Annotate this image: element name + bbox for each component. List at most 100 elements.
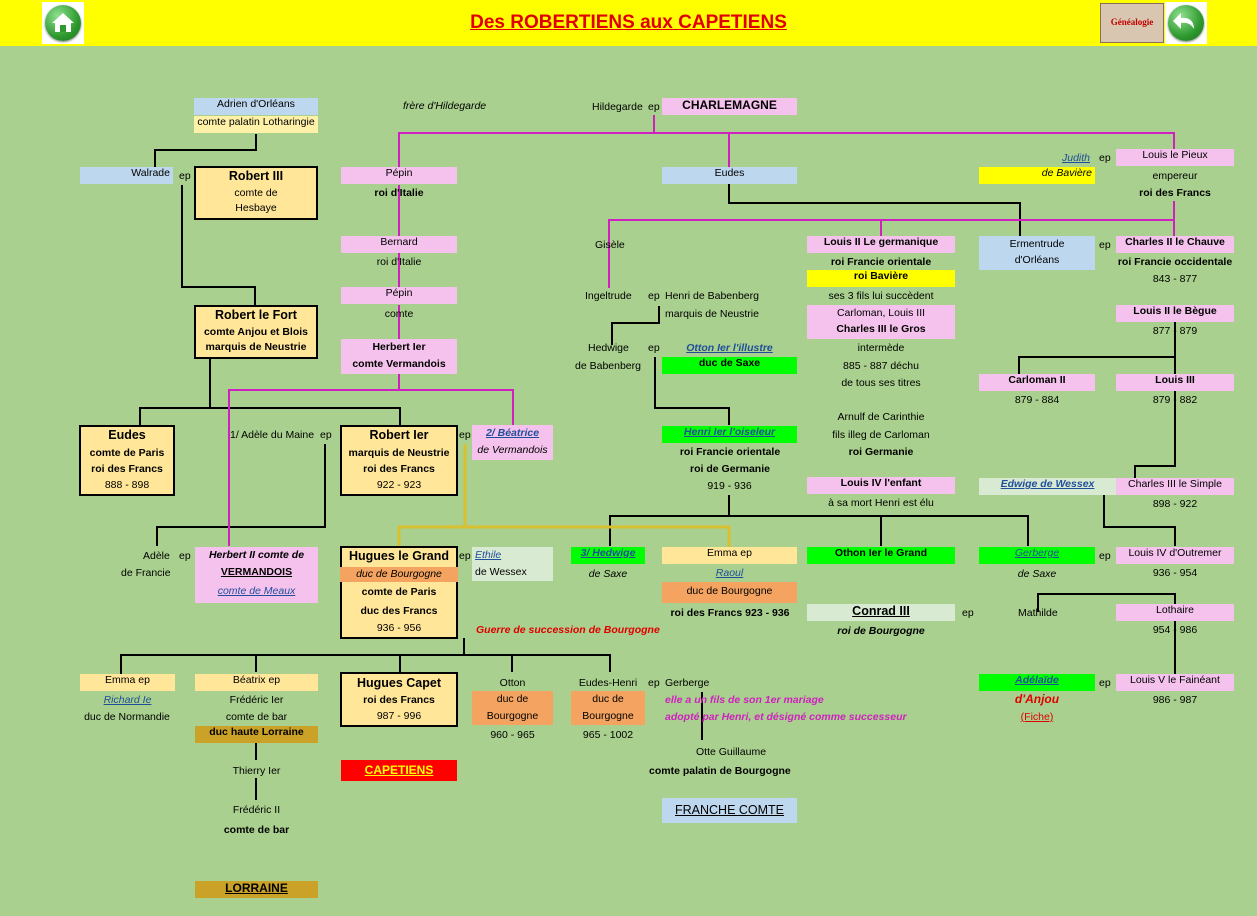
person-mathilde[interactable]: Mathilde [1018, 607, 1058, 619]
line-louis4-children [1037, 593, 1176, 612]
person-thierry[interactable]: Thierry Ier [232, 765, 281, 777]
person-name: Pépin [385, 287, 413, 299]
person-adrien[interactable]: Adrien d'Orléans [194, 98, 318, 115]
line-hugues-offspring [120, 654, 611, 674]
link-fiche[interactable]: (Fiche) [1020, 711, 1054, 723]
person-name: Eudes [714, 167, 745, 179]
person-lothaire[interactable]: Lothaire [1116, 604, 1234, 621]
person-louis-pieux[interactable]: Louis le Pieux [1116, 149, 1234, 166]
person-carloman2[interactable]: Carloman II [979, 374, 1095, 391]
title-bernard: roi d'Italie [376, 256, 422, 268]
link-franche-comte[interactable]: FRANCHE COMTE [662, 798, 797, 823]
years-eudes-henri: 965 - 1002 [582, 729, 634, 741]
person-otton-bourgogne[interactable]: Otton [499, 677, 526, 689]
home-button[interactable] [42, 2, 84, 44]
link-capetiens[interactable]: CAPETIENS [341, 760, 457, 781]
genealogy-badge-icon[interactable]: Généalogie [1100, 3, 1164, 43]
person-richard[interactable]: Richard Ie [103, 694, 152, 706]
person-ingeltrude[interactable]: Ingeltrude [585, 290, 632, 302]
person-ermentrude[interactable]: Ermentrude d'Orléans [979, 236, 1095, 270]
person-gerberge[interactable]: Gerberge [665, 677, 710, 689]
line-louis-children [608, 201, 1175, 288]
note-charles3-1: intermède [857, 342, 905, 354]
note-charles3-3: de tous ses titres [841, 377, 921, 389]
person-charles2[interactable]: Charles II le Chauve [1116, 236, 1234, 253]
person-raoul[interactable]: Raoul [715, 567, 744, 579]
person-name: Louis II Le germanique [823, 236, 939, 248]
person-arnulf[interactable]: Arnulf de Carinthie [837, 411, 925, 423]
back-button[interactable] [1165, 2, 1207, 44]
ep-label: ep [962, 607, 974, 619]
person-henri-oiseleur[interactable]: Henri Ier l'oiseleur [662, 426, 797, 443]
title-louis-germanique-1: roi Francie orientale [830, 256, 932, 268]
person-hedwige-saxe[interactable]: 3/ Hedwige [571, 547, 645, 564]
person-edwige-wessex[interactable]: Edwige de Wessex [979, 478, 1116, 495]
person-louis3[interactable]: Louis III [1116, 374, 1234, 391]
person-henri-babenberg[interactable]: Henri de Babenberg [665, 290, 759, 302]
person-herbert2[interactable]: Herbert II comte de VERMANDOIS comte de … [195, 547, 318, 603]
person-louis-germanique[interactable]: Louis II Le germanique [807, 236, 955, 253]
person-otton1[interactable]: Otton Ier l'illustre [686, 342, 773, 354]
person-louis4-enfant[interactable]: Louis IV l'enfant [807, 477, 955, 494]
person-conrad3[interactable]: Conrad III [807, 604, 955, 621]
person-title: comte de Paris [89, 446, 165, 459]
title-louis5: 986 - 987 [1152, 694, 1198, 706]
person-eudes-top[interactable]: Eudes [662, 167, 797, 184]
person-walrade[interactable]: Walrade [80, 167, 173, 184]
line-hedwige-henri [654, 357, 730, 425]
person-title: d'Orléans [1014, 254, 1060, 267]
person-pepin-comte[interactable]: Pépin [341, 287, 457, 304]
ep-label: ep [648, 290, 660, 302]
person-eudes-henri[interactable]: Eudes-Henri [578, 677, 638, 689]
person-title: roi des Francs [363, 693, 435, 706]
person-frederic1[interactable]: Frédéric Ier [229, 694, 284, 706]
title-louis-germanique-2: roi Bavière [807, 270, 955, 287]
person-gisele[interactable]: Gisèle [595, 239, 625, 251]
person-eudes-paris[interactable]: Eudes comte de Paris roi des Francs 888 … [79, 425, 175, 496]
person-judith[interactable]: Judith [1062, 152, 1091, 164]
person-name: Gerberge [1014, 547, 1060, 559]
person-louis5[interactable]: Louis V le Fainéant [1116, 674, 1234, 691]
line-charlemagne-louis [654, 132, 1175, 149]
person-robert1[interactable]: Robert Ier marquis de Neustrie roi des F… [340, 425, 458, 496]
person-frederic2[interactable]: Frédéric II [232, 804, 281, 816]
person-robert3[interactable]: Robert III comte de Hesbaye [194, 166, 318, 220]
person-hugues-le-grand[interactable]: Hugues le Grand duc de Bourgogne comte d… [340, 546, 458, 639]
person-robert-le-fort[interactable]: Robert le Fort comte Anjou et Blois marq… [194, 305, 318, 359]
person-adele-france[interactable]: Adèle [143, 550, 170, 562]
person-otte-guillaume[interactable]: Otte Guillaume [696, 746, 767, 758]
person-louis2-begue[interactable]: Louis II le Bègue [1116, 305, 1234, 322]
person-ethile[interactable]: Ethile de Wessex [472, 547, 553, 581]
note-gerberge-2: adopté par Henri, et désigné comme succe… [665, 711, 907, 723]
person-pepin-italie[interactable]: Pépin [341, 167, 457, 184]
person-name: Louis II le Bègue [1133, 305, 1217, 317]
person-emma-raoul[interactable]: Emma ep [662, 547, 797, 564]
person-title: Bourgogne [486, 710, 539, 723]
person-hildegarde[interactable]: Hildegarde [592, 101, 643, 113]
person-name: Hugues le Grand [348, 549, 450, 563]
ep-label: ep [648, 101, 660, 113]
person-othon-grand[interactable]: Othon Ier le Grand [807, 547, 955, 564]
title-charles2-1: roi Francie occidentale [1117, 256, 1233, 268]
title-otte-guillaume: comte palatin de Bourgogne [649, 765, 791, 777]
person-charles3-simple[interactable]: Charles III le Simple [1116, 478, 1234, 495]
person-hugues-capet[interactable]: Hugues Capet roi des Francs 987 - 996 [340, 672, 458, 727]
person-adele-maine[interactable]: 1/ Adèle du Maine [230, 429, 315, 441]
person-charlemagne[interactable]: CHARLEMAGNE [662, 98, 797, 115]
person-louis4-outremer[interactable]: Louis IV d'Outremer [1116, 547, 1234, 564]
title-henri-babenberg: marquis de Neustrie [665, 308, 759, 320]
title-gerberge-saxe: de Saxe [1017, 568, 1057, 580]
person-adelaide[interactable]: Adélaïde [979, 674, 1095, 691]
person-hedwige-babenberg[interactable]: Hedwige [588, 342, 629, 354]
link-lorraine[interactable]: LORRAINE [195, 881, 318, 898]
person-emma-normandie[interactable]: Emma ep [80, 674, 175, 691]
person-beatrice[interactable]: 2/ Béatrice de Vermandois [472, 425, 553, 460]
person-herbert1[interactable]: Herbert Ier comte Vermandois [341, 339, 457, 374]
person-gerberge-saxe[interactable]: Gerberge [979, 547, 1095, 564]
person-name: Bernard [380, 236, 418, 248]
person-title: roi des Francs [363, 462, 435, 475]
person-carloman-louis3[interactable]: Carloman, Louis III Charles III le Gros [807, 305, 955, 339]
person-beatrix[interactable]: Béatrix ep [195, 674, 318, 691]
person-title: comte de Paris [361, 585, 437, 598]
person-bernard[interactable]: Bernard [341, 236, 457, 253]
